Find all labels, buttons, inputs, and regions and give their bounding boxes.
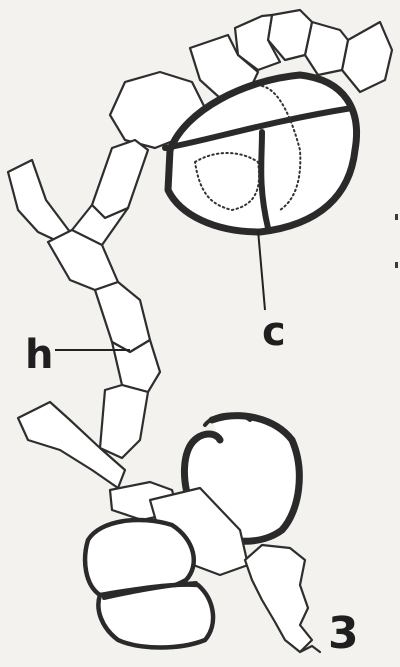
- leader-line-c: [258, 230, 265, 310]
- edge-mark-2: [395, 262, 398, 268]
- hypha-cell-6: [100, 385, 148, 458]
- label-h: h: [25, 332, 53, 378]
- hypha-cell-5: [112, 340, 160, 392]
- hypha-cell-1: [92, 140, 148, 218]
- cell-chain-top-end: [342, 22, 392, 92]
- edge-mark-1: [395, 214, 398, 220]
- hypha-side-branch: [8, 160, 70, 240]
- tail-cells: [245, 545, 312, 652]
- hypha-h: [8, 140, 178, 520]
- cell-chain-top-2: [305, 22, 348, 75]
- hypha-cell-4: [95, 282, 150, 352]
- label-c: c: [262, 309, 286, 355]
- figure-number-label: 3: [328, 608, 359, 659]
